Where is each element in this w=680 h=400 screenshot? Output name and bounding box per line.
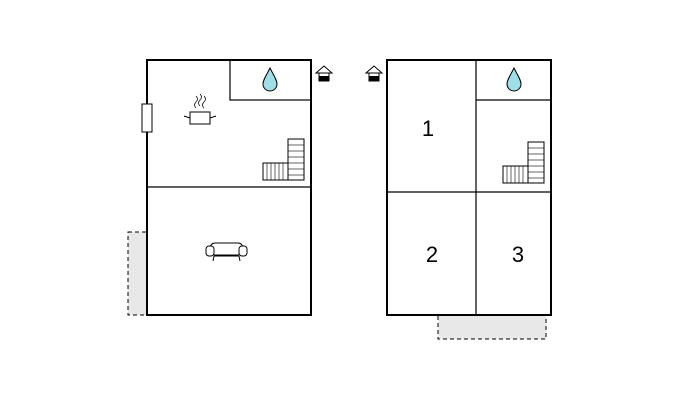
room-number-2: 2 <box>426 242 438 267</box>
ground-floor <box>127 59 334 316</box>
water-drop-icon <box>506 66 522 92</box>
ground-bathroom <box>229 59 312 101</box>
terrace-bottom <box>437 314 547 340</box>
entrance-icon <box>314 65 334 82</box>
sofa-icon <box>205 242 248 262</box>
room-number-3: 3 <box>512 242 524 267</box>
cooking-pot-icon <box>183 93 217 125</box>
water-drop-icon <box>262 66 278 92</box>
entrance-icon <box>364 65 384 82</box>
staircase-icon <box>262 138 305 181</box>
staircase-icon <box>502 141 545 184</box>
room-number-1: 1 <box>422 116 434 141</box>
upper-floor: 1 2 3 <box>364 59 552 340</box>
upper-floor-outline <box>386 59 552 316</box>
window-icon <box>141 103 153 133</box>
terrace-left <box>127 231 148 316</box>
